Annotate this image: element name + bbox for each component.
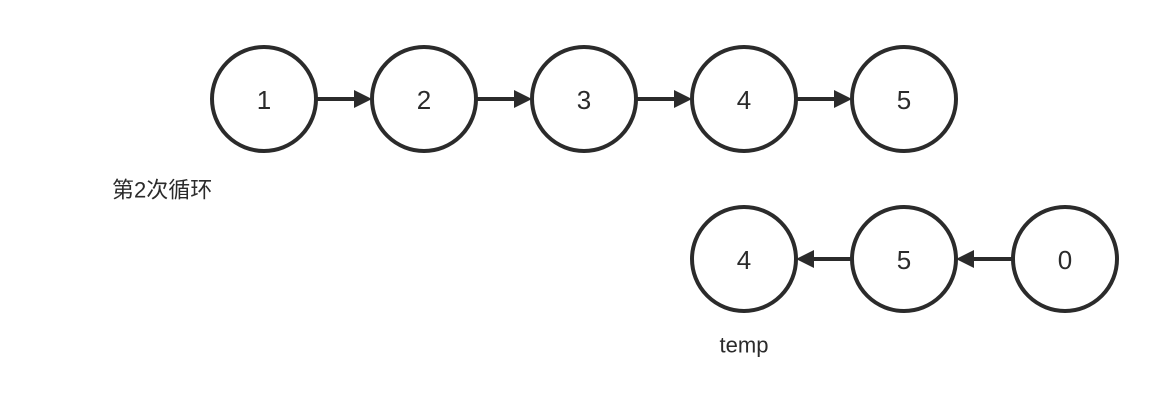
node-circle [850, 205, 958, 313]
node-value: 2 [417, 85, 431, 115]
node-top-1: 1 [210, 45, 318, 153]
edge-5-to-4 [796, 250, 852, 268]
main-list-row: 1 2 3 4 5 [210, 45, 958, 153]
node-bottom-0: 0 [1011, 205, 1119, 313]
node-value: 4 [737, 245, 751, 275]
edge-3-to-4 [636, 90, 692, 108]
arrowhead-right-icon [674, 90, 692, 108]
node-circle [690, 45, 798, 153]
node-value: 1 [257, 85, 271, 115]
node-bottom-4: 4 [690, 205, 798, 313]
node-top-2: 2 [370, 45, 478, 153]
node-circle [1011, 205, 1119, 313]
arrowhead-right-icon [834, 90, 852, 108]
node-bottom-5: 5 [850, 205, 958, 313]
arrowhead-right-icon [354, 90, 372, 108]
arrowhead-left-icon [956, 250, 974, 268]
edge-1-to-2 [316, 90, 372, 108]
node-circle [370, 45, 478, 153]
node-top-5: 5 [850, 45, 958, 153]
edge-0-to-5 [956, 250, 1013, 268]
node-value: 5 [897, 85, 911, 115]
iteration-caption: 第2次循环 [112, 178, 212, 203]
edge-4-to-5 [796, 90, 852, 108]
main-list-edges [316, 90, 852, 108]
node-value: 3 [577, 85, 591, 115]
node-circle [210, 45, 318, 153]
arrowhead-right-icon [514, 90, 532, 108]
node-circle [850, 45, 958, 153]
reversed-list-row: 4 5 0 [690, 205, 1119, 313]
node-value: 4 [737, 85, 751, 115]
temp-caption: temp [720, 333, 769, 358]
node-circle [690, 205, 798, 313]
node-circle [530, 45, 638, 153]
node-top-3: 3 [530, 45, 638, 153]
arrowhead-left-icon [796, 250, 814, 268]
node-value: 0 [1058, 245, 1072, 275]
node-value: 5 [897, 245, 911, 275]
edge-2-to-3 [476, 90, 532, 108]
node-top-4: 4 [690, 45, 798, 153]
reversed-list-edges [796, 250, 1013, 268]
